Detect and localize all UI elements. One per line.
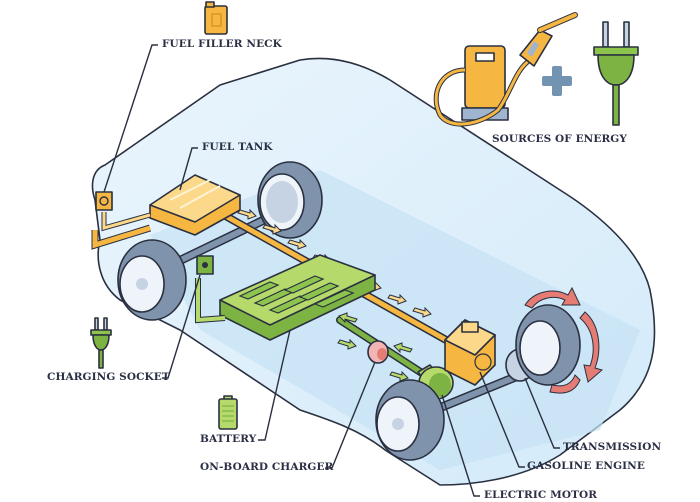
fuel-tank xyxy=(149,174,241,236)
label-transmission: TRANSMISSION xyxy=(563,441,662,453)
battery-pack xyxy=(219,254,376,341)
label-sources-of-energy: SOURCES OF ENERGY xyxy=(492,133,627,145)
leader-charging-socket xyxy=(162,274,201,379)
label-battery: BATTERY xyxy=(200,433,257,445)
label-fuel-filler-neck: FUEL FILLER NECK xyxy=(162,38,282,50)
leader-battery xyxy=(258,329,291,441)
front-left-wheel xyxy=(375,379,445,461)
leader-transmission xyxy=(524,377,560,449)
on-board-charger xyxy=(367,340,389,364)
charging-socket xyxy=(195,255,226,324)
leader-on-board-charger xyxy=(325,361,376,469)
label-gasoline-engine: GASOLINE ENGINE xyxy=(527,460,645,472)
plus-icon xyxy=(542,66,572,96)
small-plug-icon xyxy=(90,317,112,369)
fuel-pump-icon xyxy=(433,12,578,127)
rotation-arrows xyxy=(524,286,604,394)
label-on-board-charger: ON-BOARD CHARGER xyxy=(200,461,334,473)
gasoline-engine xyxy=(444,319,496,386)
electric-flow-arrows xyxy=(337,312,413,382)
rear-left-wheel xyxy=(117,239,187,321)
label-electric-motor: ELECTRIC MOTOR xyxy=(484,489,598,501)
leader-gasoline-engine xyxy=(479,371,525,468)
plug-icon xyxy=(593,21,639,126)
jerrycan-icon xyxy=(204,1,228,35)
leader-electric-motor xyxy=(441,394,480,497)
rear-right-wheel xyxy=(257,161,323,239)
battery-icon xyxy=(218,395,238,430)
label-charging-socket: CHARGING SOCKET xyxy=(47,371,170,383)
leader-fuel-tank xyxy=(179,147,198,191)
leader-fuel-filler-neck xyxy=(103,44,158,193)
fuel-filler-neck xyxy=(91,191,152,250)
front-right-wheel xyxy=(515,304,581,386)
label-fuel-tank: FUEL TANK xyxy=(202,141,273,153)
